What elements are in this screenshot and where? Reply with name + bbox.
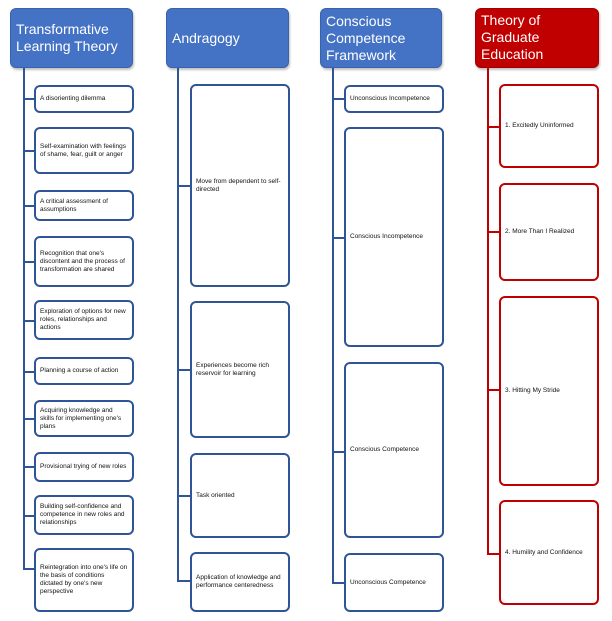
connector bbox=[23, 150, 34, 152]
stage-box: Acquiring knowledge and skills for imple… bbox=[34, 400, 134, 437]
connector bbox=[332, 451, 344, 453]
connector bbox=[23, 371, 34, 373]
connector bbox=[23, 466, 34, 468]
connector bbox=[23, 320, 34, 322]
connector bbox=[23, 261, 34, 263]
stage-box: 1. Excitedly Uninformed bbox=[499, 84, 599, 168]
stage-box: Exploration of options for new roles, re… bbox=[34, 300, 134, 340]
connector bbox=[23, 418, 34, 420]
stage-box: 3. Hitting My Stride bbox=[499, 296, 599, 486]
connector bbox=[23, 515, 34, 517]
connector bbox=[177, 369, 190, 371]
connector-trunk bbox=[177, 68, 179, 581]
stage-box: Unconscious Competence bbox=[344, 553, 444, 612]
connector bbox=[23, 98, 34, 100]
column-header: Conscious Competence Framework bbox=[320, 8, 442, 68]
connector bbox=[332, 582, 344, 584]
stage-box: Planning a course of action bbox=[34, 357, 134, 385]
stage-box: Reintegration into one's life on the bas… bbox=[34, 548, 134, 612]
connector-trunk bbox=[487, 68, 489, 555]
connector bbox=[23, 568, 34, 570]
stage-box: Recognition that one's discontent and th… bbox=[34, 236, 134, 287]
connector bbox=[487, 126, 499, 128]
stage-box: Conscious Incompetence bbox=[344, 127, 444, 347]
principle-box: Experiences become rich reservoir for le… bbox=[190, 301, 290, 438]
connector bbox=[487, 231, 499, 233]
principle-box: Task oriented bbox=[190, 453, 290, 538]
stage-box: A critical assessment of assumptions bbox=[34, 190, 134, 221]
connector-trunk bbox=[332, 68, 334, 583]
stage-box: Unconscious Incompetence bbox=[344, 85, 444, 113]
connector bbox=[177, 185, 190, 187]
principle-box: Application of knowledge and performance… bbox=[190, 552, 290, 612]
connector bbox=[487, 553, 499, 555]
column-header: Transformative Learning Theory bbox=[10, 8, 133, 68]
connector bbox=[487, 389, 499, 391]
connector-trunk bbox=[23, 68, 25, 569]
column-header: Andragogy bbox=[166, 8, 289, 68]
stage-box: Conscious Competence bbox=[344, 362, 444, 538]
column-header: Theory of Graduate Education bbox=[475, 8, 599, 68]
stage-box: 4. Humility and Confidence bbox=[499, 500, 599, 605]
connector bbox=[332, 98, 344, 100]
connector bbox=[177, 495, 190, 497]
stage-box: A disorienting dilemma bbox=[34, 85, 134, 113]
connector bbox=[23, 205, 34, 207]
stage-box: Provisional trying of new roles bbox=[34, 452, 134, 482]
connector bbox=[332, 237, 344, 239]
stage-box: Self-examination with feelings of shame,… bbox=[34, 127, 134, 174]
connector bbox=[177, 580, 190, 582]
stage-box: 2. More Than I Realized bbox=[499, 183, 599, 281]
principle-box: Move from dependent to self-directed bbox=[190, 84, 290, 287]
stage-box: Building self-confidence and competence … bbox=[34, 495, 134, 535]
